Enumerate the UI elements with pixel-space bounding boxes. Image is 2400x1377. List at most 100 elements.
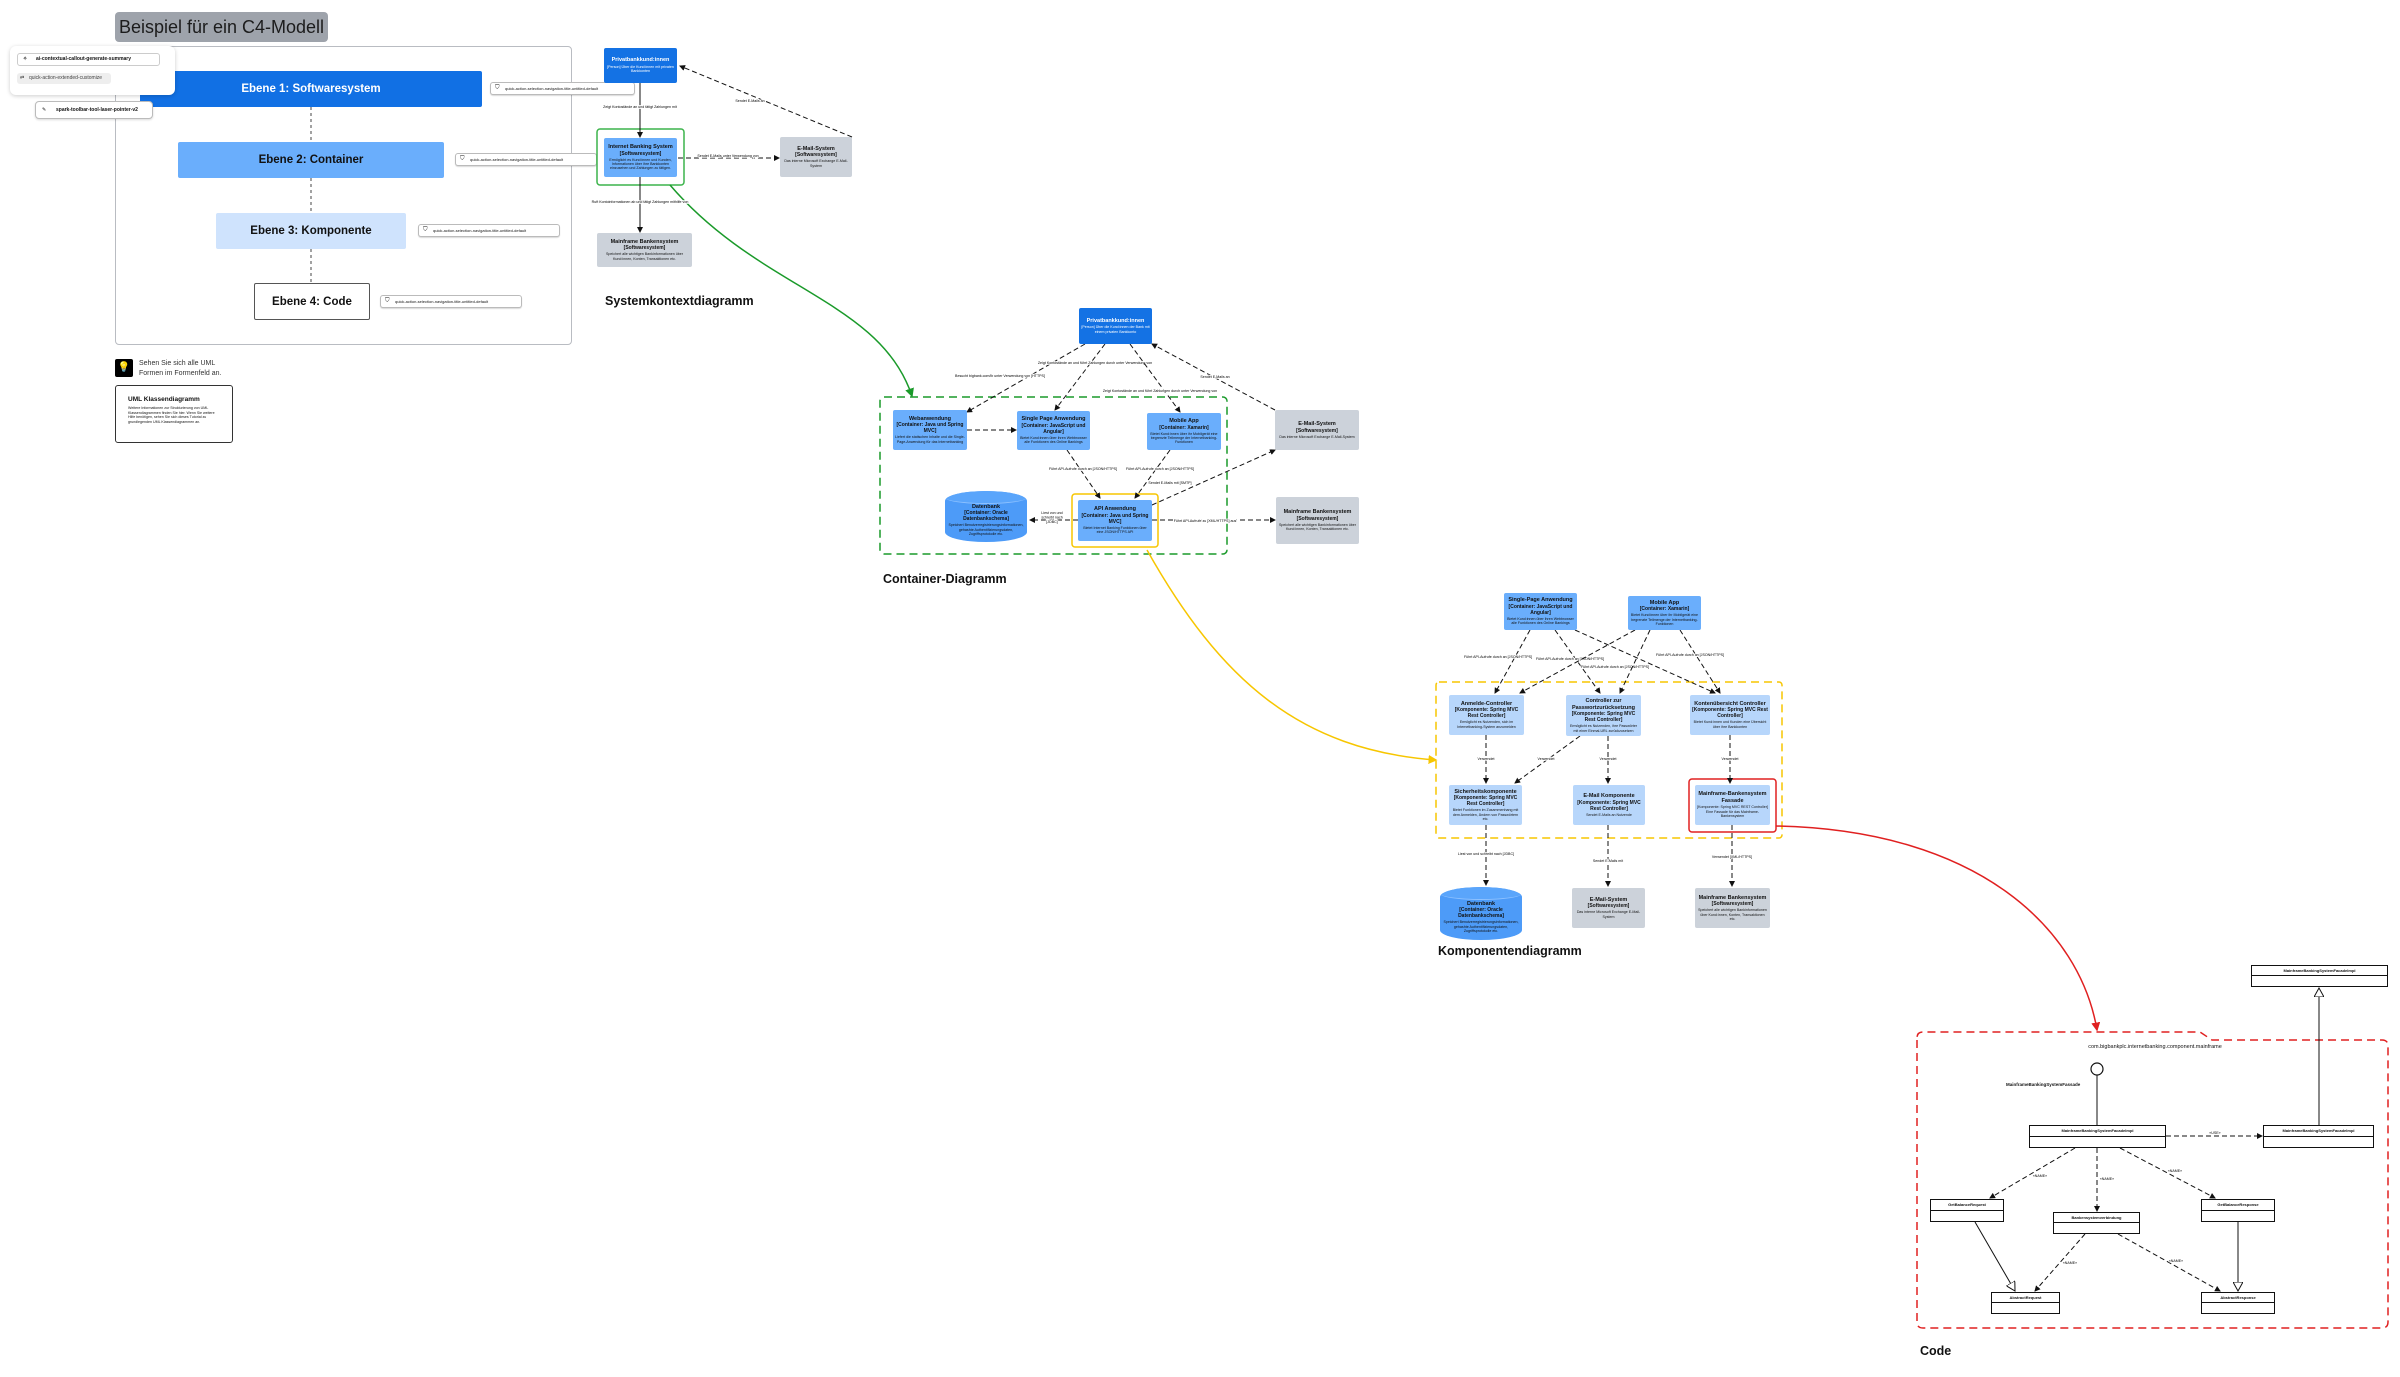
zoom-connector-green (669, 184, 914, 398)
navigation-link-badge[interactable]: quick-action-selection-navigation-title-… (380, 295, 522, 308)
edge-label: Besucht bigbank.com/ib unter Verwendung … (955, 374, 1045, 378)
sparkle-icon: ✧ (23, 56, 28, 62)
edge-label: Führt API-Aufrufe zu [XML/HTTPS] aus (1174, 519, 1237, 523)
uml-class-diagram-card[interactable]: UML Klassendiagramm Weitere Informatione… (115, 385, 233, 443)
node-cmp-mobile[interactable]: Mobile App[Container: Xamarin]Bietet Kun… (1628, 596, 1701, 630)
edge-label: «NAME» (2063, 1261, 2077, 1265)
navigation-link-badge[interactable]: quick-action-selection-navigation-title-… (455, 153, 597, 166)
uml-card-text: Weitere Informationen zur Strukturierung… (128, 406, 215, 424)
relationship-edge[interactable] (2117, 1233, 2221, 1292)
relationship-edge[interactable] (1151, 449, 1276, 506)
edge-label: Führt API-Aufrufe durch an [JSON/HTTPS] (1126, 467, 1194, 471)
node-title: Anmelde-Controller (1460, 700, 1513, 707)
level-1[interactable]: Ebene 1: Softwaresystem (140, 71, 482, 107)
node-ctx-person[interactable]: Privatbankkund:innen[Person] Über die Ku… (604, 48, 677, 83)
node-ctx-ibs[interactable]: Internet Banking System[Softwaresystem]E… (604, 138, 677, 177)
node-con-db[interactable]: Datenbank[Container: Oracle Datenbanksch… (945, 491, 1027, 542)
node-cmp-konto[interactable]: Kontenübersicht Controller[Komponente: S… (1690, 695, 1770, 735)
node-cmp-mainframe[interactable]: Mainframe Bankensystem[Softwaresystem]Sp… (1695, 888, 1770, 928)
node-cmp-anmelde[interactable]: Anmelde-Controller[Komponente: Spring MV… (1449, 695, 1524, 735)
relationship-edge[interactable] (2119, 1147, 2216, 1199)
laser-pointer-tool[interactable]: ✎spark-toolbar-tool-laser-pointer-v2 (35, 101, 153, 119)
relationship-edge[interactable] (1494, 629, 1531, 694)
relationship-edge[interactable] (1574, 629, 1716, 694)
node-con-api[interactable]: API Anwendung[Container: Java und Spring… (1078, 500, 1152, 541)
uml-class-name: GetBalanceResponse (2202, 1200, 2274, 1211)
edge-label: Verwendet (1538, 757, 1555, 761)
node-title: Single-Page Anwendung (1508, 597, 1573, 604)
uml-class-facade[interactable]: MainframeBankingSystemFacadeImpl (2029, 1125, 2166, 1148)
uml-class-absreq[interactable]: AbstractRequest (1991, 1292, 2060, 1314)
relationship-edge[interactable] (1151, 343, 1276, 411)
node-type: [Container: JavaScript und Angular] (1508, 603, 1573, 616)
relationship-edge[interactable] (679, 65, 853, 138)
node-type: [Container: JavaScript und Angular] (1021, 422, 1086, 435)
customize-item[interactable]: ⇄quick-action-extended-customize (17, 73, 111, 84)
hint-text: Sehen Sie sich alle UML Formen im Formen… (139, 360, 222, 377)
relationship-edge[interactable] (1519, 629, 1636, 694)
relationship-edge[interactable] (1514, 735, 1581, 784)
component-boundary (1435, 681, 1783, 839)
level-4[interactable]: Ebene 4: Code (254, 283, 370, 320)
navigation-link-badge[interactable]: quick-action-selection-navigation-title-… (418, 224, 560, 237)
node-title: Controller zur Passwortzurücksetzung (1572, 698, 1635, 711)
relationship-edge[interactable] (966, 343, 1086, 413)
navigation-link-badge[interactable]: quick-action-selection-navigation-title-… (490, 82, 635, 95)
uml-class-facade-right[interactable]: MainframeBankingSystemFacadeImpl (2263, 1125, 2374, 1148)
node-ctx-email[interactable]: E-Mail-System[Softwaresystem]Das interne… (780, 137, 852, 177)
relationship-edge[interactable] (1989, 1147, 2076, 1199)
relationship-edge[interactable] (1619, 629, 1651, 694)
relationship-edge[interactable] (1066, 449, 1101, 499)
edge-label: «NAME» (2169, 1259, 2183, 1263)
node-description: Ermöglicht es Kund:innen und Kunden, Inf… (609, 157, 672, 171)
node-con-email[interactable]: E-Mail-System[Softwaresystem]Das interne… (1275, 410, 1359, 450)
edge-label: «NAME» (2168, 1169, 2182, 1173)
node-title: Sicherheitskomponente (1454, 788, 1517, 795)
node-title: Webanwendung (908, 415, 952, 422)
node-type: [Container: Xamarin] (1159, 424, 1209, 431)
relationship-edge[interactable] (1054, 343, 1106, 411)
node-con-mainframe[interactable]: Mainframe Bankensystem[Softwaresystem]Sp… (1276, 497, 1359, 544)
relationship-edge[interactable] (1679, 629, 1721, 694)
uml-class-facade-top[interactable]: MainframeBankingSystemFacadeImpl (2251, 965, 2388, 987)
edge-label: Sendet E-Mails mit (1593, 859, 1623, 863)
node-ctx-mainframe[interactable]: Mainframe Bankensystem[Softwaresystem]Sp… (597, 233, 692, 267)
node-cmp-db[interactable]: Datenbank[Container: Oracle Datenbanksch… (1440, 887, 1522, 940)
node-cmp-fassade[interactable]: Mainframe-Bankensystem Fassade[Komponent… (1695, 785, 1770, 825)
uml-class-name: AbstractResponse (2202, 1293, 2274, 1303)
relationship-edge[interactable] (1134, 449, 1171, 499)
node-con-mobile[interactable]: Mobile App[Container: Xamarin]Bietet Kun… (1147, 413, 1221, 450)
level-2[interactable]: Ebene 2: Container (178, 142, 444, 178)
node-con-spa[interactable]: Single Page Anwendung[Container: JavaScr… (1017, 411, 1090, 450)
generate-summary-item[interactable]: ✧ai-contextual-callout-generate-summary (17, 53, 160, 66)
edge-label: Sendet E-Mails unter Verwendung von (697, 154, 758, 158)
relationship-edge[interactable] (2034, 1233, 2086, 1292)
uml-class-absresp[interactable]: AbstractResponse (2201, 1292, 2275, 1314)
node-description: [Person] Über die Kund:innen mit private… (607, 64, 674, 74)
interface-lollipop-icon (2090, 1062, 2104, 1076)
level-3[interactable]: Ebene 3: Komponente (216, 213, 406, 249)
edge-label: Führt API-Aufrufe durch an [JSON/HTTPS] (1656, 653, 1724, 657)
uml-class-conn[interactable]: Bankensystemverbindung (2053, 1212, 2140, 1234)
node-cmp-emailk[interactable]: E-Mail Komponente[Komponente: Spring MVC… (1573, 785, 1645, 825)
edge-label: Führt API-Aufrufe durch an [JSON/HTTPS] (1581, 665, 1649, 669)
node-title: Mainframe Bankensystem (1698, 894, 1767, 901)
node-con-web[interactable]: Webanwendung[Container: Java und Spring … (893, 410, 967, 450)
uml-class-req[interactable]: GetBalanceRequest (1930, 1199, 2004, 1222)
node-cmp-sicher[interactable]: Sicherheitskomponente[Komponente: Spring… (1449, 785, 1522, 825)
node-title: Mainframe Bankensystem (1283, 509, 1352, 516)
node-con-person[interactable]: Privatbankkund:innen[Person] Über die Ku… (1079, 308, 1152, 344)
edge-label: Sendet E-Mails an (735, 99, 764, 103)
context-menu: ✧ai-contextual-callout-generate-summary … (10, 46, 175, 95)
board-title[interactable]: Beispiel für ein C4-Modell (115, 12, 328, 42)
edge-label: Verwendet (1600, 757, 1617, 761)
uml-class-resp[interactable]: GetBalanceResponse (2201, 1199, 2275, 1222)
node-cmp-spa[interactable]: Single-Page Anwendung[Container: JavaScr… (1504, 593, 1577, 630)
relationship-edge[interactable] (1554, 629, 1601, 694)
relationship-edge[interactable] (1129, 343, 1181, 413)
node-cmp-email[interactable]: E-Mail-System[Softwaresystem]Das interne… (1572, 888, 1645, 928)
relationship-edge[interactable] (1974, 1221, 2015, 1291)
node-cmp-pw[interactable]: Controller zur Passwortzurücksetzung[Kom… (1566, 695, 1641, 736)
